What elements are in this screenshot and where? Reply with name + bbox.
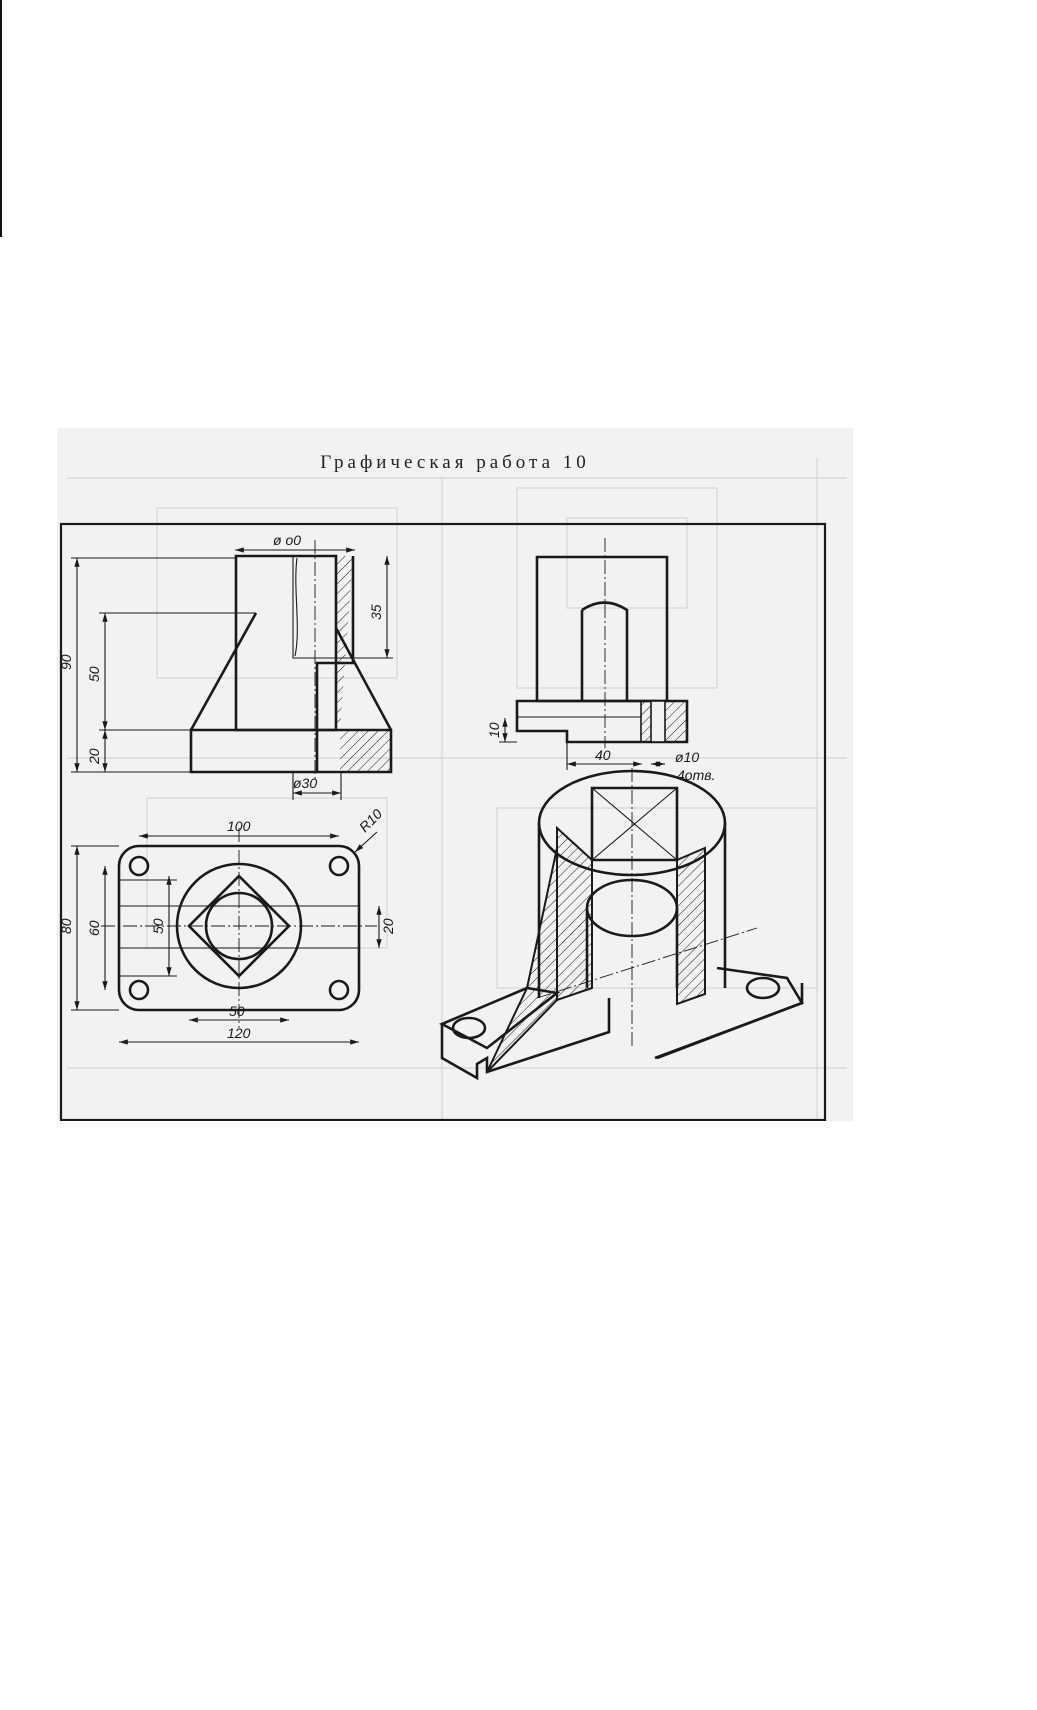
dim-side-base: 10 <box>486 722 502 738</box>
dim-top-square: 50 <box>150 918 166 934</box>
iso-bore-walls <box>585 908 679 988</box>
iso-base-right <box>654 983 804 1060</box>
left-rib <box>189 612 258 731</box>
page-edge-line <box>0 0 2 237</box>
bore-outline <box>292 556 353 659</box>
isometric-view <box>438 768 804 1081</box>
dim-side-slot: 40 <box>595 747 611 763</box>
dim-top-diameter: ø о0 <box>273 532 301 548</box>
technical-drawing: ø о0 90 50 20 35 ø30 <box>58 458 847 1121</box>
dim-top-width: 80 <box>58 918 74 934</box>
dim-top-slot: 20 <box>380 918 396 935</box>
section-hatch <box>336 556 391 772</box>
side-view: 10 40 ø10 4отв. <box>486 538 715 783</box>
hole-top-right <box>328 855 350 877</box>
dim-height-base: 20 <box>86 748 102 765</box>
dim-height-total: 90 <box>58 654 74 670</box>
break-line <box>294 557 298 657</box>
side-hole <box>650 700 666 743</box>
iso-square-diagonals <box>591 787 678 861</box>
iso-hole-left <box>451 1016 487 1040</box>
dim-top-spacing: 100 <box>227 818 251 834</box>
dim-side-hole: ø10 <box>675 749 699 765</box>
dim-top-bottom-square: 50 <box>229 1003 245 1019</box>
top-view: 100 R10 80 60 50 20 50 120 <box>58 805 396 1045</box>
hole-bottom-left <box>128 979 150 1001</box>
dim-top-inner: 60 <box>86 920 102 936</box>
boss-body <box>234 554 338 732</box>
iso-base-front <box>440 998 611 1081</box>
iso-section-right <box>676 846 706 1006</box>
dim-top-radius: R10 <box>356 805 386 835</box>
page-title: Графическая работа 10 <box>320 452 590 473</box>
iso-rib-section <box>486 847 558 1073</box>
drawing-sheet: Графическая работа 10 <box>57 428 853 1121</box>
show-through-ghost <box>67 458 847 1121</box>
dim-bore-depth: 35 <box>368 604 384 620</box>
drawing-frame <box>59 522 827 1121</box>
dim-top-length: 120 <box>227 1025 251 1041</box>
dim-side-count: 4отв. <box>677 767 715 783</box>
dim-bottom-diameter: ø30 <box>293 775 317 791</box>
square-opening <box>187 874 291 978</box>
side-boss <box>535 555 669 703</box>
side-bore <box>580 601 629 701</box>
dim-height-mid: 50 <box>86 666 102 682</box>
front-view: ø о0 90 50 20 35 ø30 <box>58 532 393 800</box>
section-inner-edge <box>315 556 355 772</box>
hole-bottom-right <box>328 979 350 1001</box>
hole-top-left <box>128 855 150 877</box>
iso-hole-right <box>745 976 781 1000</box>
